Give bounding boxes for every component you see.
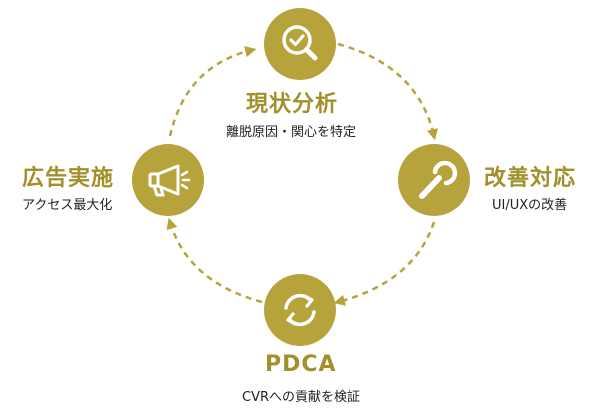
- arrow-improve-to-pdca: [333, 221, 436, 306]
- analysis-node: [264, 8, 336, 80]
- improve-node: [398, 144, 470, 216]
- arrow-ads-to-analysis: [168, 46, 257, 137]
- analysis-subtitle: 離脱原因・関心を特定: [226, 125, 357, 140]
- analysis-title: 現状分析: [246, 92, 339, 117]
- ads-subtitle: アクセス最大化: [22, 198, 113, 213]
- ads-node: [132, 144, 204, 216]
- refresh-arrows-icon: [284, 293, 316, 327]
- arrow-pdca-to-ads: [166, 217, 263, 304]
- improve-title: 改善対応: [484, 166, 577, 191]
- wrench-icon: [419, 160, 458, 199]
- pdca-node: [264, 274, 336, 346]
- pdca-title: PDCA: [265, 352, 337, 377]
- pdca-subtitle: CVRへの貢献を検証: [242, 390, 361, 405]
- improve-subtitle: UI/UXの改善: [492, 198, 568, 213]
- megaphone-icon: [148, 164, 191, 197]
- magnifier-check-icon: [282, 25, 318, 61]
- ads-title: 広告実施: [22, 166, 115, 191]
- arrow-analysis-to-improve: [337, 42, 438, 141]
